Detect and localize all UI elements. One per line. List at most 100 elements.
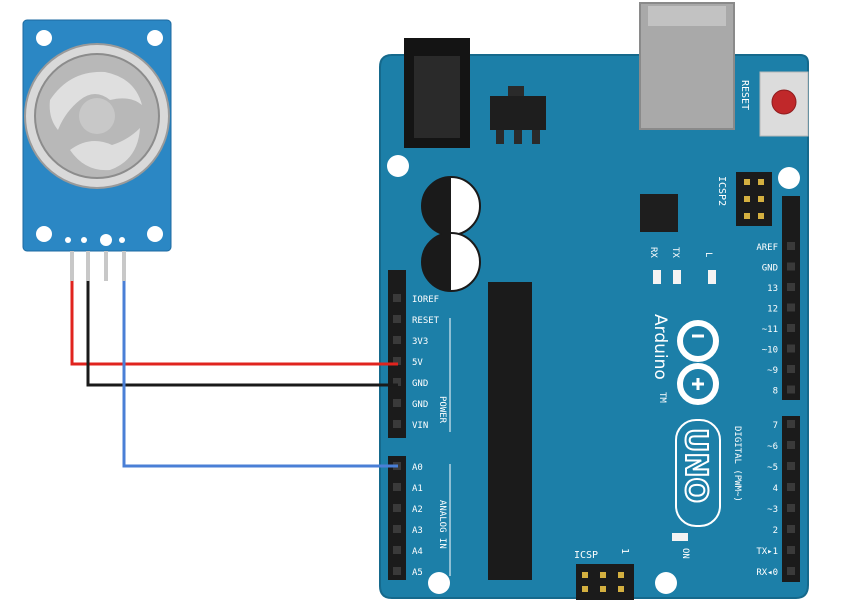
analog-pin-socket xyxy=(393,483,401,491)
digital-pin-label: 12 xyxy=(767,305,778,315)
digital-pin-label: GND xyxy=(762,264,778,274)
pad xyxy=(65,237,71,243)
analog-pin-socket xyxy=(393,504,401,512)
wire-gnd xyxy=(86,281,398,387)
digital-pin-socket xyxy=(787,462,795,470)
power-pin-socket xyxy=(393,336,401,344)
digital-pin-socket xyxy=(787,283,795,291)
regulator-tab xyxy=(508,86,524,96)
digital-pin-label: ~3 xyxy=(767,505,778,515)
wire-5v xyxy=(70,281,398,366)
on-led xyxy=(672,533,688,541)
icsp-header xyxy=(576,564,634,600)
analog-pin-socket xyxy=(393,525,401,533)
digital-pin-socket xyxy=(787,365,795,373)
analog-pin-label: A4 xyxy=(412,547,423,557)
analog-pin-socket xyxy=(393,546,401,554)
l-led xyxy=(708,270,716,284)
analog-pin-label: A5 xyxy=(412,568,423,578)
sensor-mesh xyxy=(70,128,140,171)
uno-badge: UNO xyxy=(675,419,721,527)
mount-hole xyxy=(778,167,800,189)
wire-signal xyxy=(122,281,398,468)
sensor-pin xyxy=(104,251,108,281)
header-pins: IOREFRESET3V35VGNDGNDVINA0A1A2A3A4A5AREF… xyxy=(393,242,795,578)
digital-pin-label: 8 xyxy=(773,387,778,397)
wires xyxy=(70,281,398,468)
arduino-logo xyxy=(677,320,719,405)
sensor-mesh xyxy=(79,98,115,134)
digital-pin-label: 4 xyxy=(773,484,778,494)
mount-hole xyxy=(147,226,163,242)
power-pin-socket xyxy=(393,420,401,428)
power-header xyxy=(388,270,406,438)
tx-label: TX xyxy=(670,247,680,258)
microcontroller xyxy=(488,282,532,580)
sensor-pin xyxy=(122,251,126,281)
mount-hole xyxy=(428,572,450,594)
digital-pin-label: ~11 xyxy=(762,325,778,335)
power-pin-socket xyxy=(393,294,401,302)
power-pin-label: GND xyxy=(412,379,428,389)
digital-header-lower xyxy=(782,416,800,582)
rx-label: RX xyxy=(648,247,658,258)
analog-pin-label: A0 xyxy=(412,463,423,473)
digital-header-upper xyxy=(782,196,800,400)
sensor-pins xyxy=(70,251,126,281)
icsp-pin1-label: 1 xyxy=(619,548,630,554)
digital-pin-socket xyxy=(787,546,795,554)
power-header-label: POWER xyxy=(437,396,447,424)
icsp2-label: ICSP2 xyxy=(716,176,727,206)
power-pin-socket xyxy=(393,357,401,365)
digital-pin-socket xyxy=(787,385,795,394)
digital-pin-socket xyxy=(787,420,795,428)
model-label: UNO xyxy=(678,428,713,503)
sensor-mesh xyxy=(49,71,142,130)
analog-pin-label: A1 xyxy=(412,484,423,494)
on-label: ON xyxy=(680,548,690,559)
pad xyxy=(100,234,112,246)
digital-pin-label: 7 xyxy=(773,421,778,431)
rx-led xyxy=(673,270,681,284)
reset-button xyxy=(771,89,797,115)
tx-led xyxy=(653,270,661,284)
mount-hole xyxy=(655,572,677,594)
mount-hole xyxy=(147,30,163,46)
power-pin-label: RESET xyxy=(412,316,440,326)
digital-pin-label: 2 xyxy=(773,526,778,536)
digital-pin-socket xyxy=(787,303,795,312)
gas-sensor-module xyxy=(22,19,172,281)
power-pin-label: 5V xyxy=(412,358,423,368)
icsp2-header xyxy=(736,172,772,226)
power-pin-socket xyxy=(393,399,401,407)
mount-hole xyxy=(36,226,52,242)
pad xyxy=(81,237,87,243)
digital-pin-label: 13 xyxy=(767,284,778,294)
digital-pin-label: TX▸1 xyxy=(756,547,778,557)
analog-pin-socket xyxy=(393,567,401,575)
l-label: L xyxy=(703,252,713,257)
digital-pin-label: RX◂0 xyxy=(756,568,778,578)
arduino-board: RESET ICSP2 TX RX L xyxy=(379,2,809,600)
usb-chip xyxy=(640,194,678,232)
icsp-pins xyxy=(582,572,624,592)
reset-switch-body xyxy=(759,71,809,137)
analog-pin-label: A3 xyxy=(412,526,423,536)
digital-pin-socket xyxy=(787,324,795,332)
regulator-leg xyxy=(532,130,540,144)
regulator-leg xyxy=(514,130,522,144)
power-pin-socket xyxy=(393,378,401,386)
regulator xyxy=(490,96,546,130)
digital-pin-socket xyxy=(787,567,795,575)
capacitor xyxy=(421,232,481,292)
reset-label: RESET xyxy=(739,80,750,110)
digital-pin-socket xyxy=(787,344,795,353)
regulator-leg xyxy=(496,130,504,144)
power-pin-socket xyxy=(393,315,401,323)
power-pin-label: IOREF xyxy=(412,295,439,305)
digital-pin-socket xyxy=(787,525,795,533)
mount-hole xyxy=(387,155,409,177)
digital-pin-socket xyxy=(787,504,795,512)
digital-pin-socket xyxy=(787,262,795,271)
